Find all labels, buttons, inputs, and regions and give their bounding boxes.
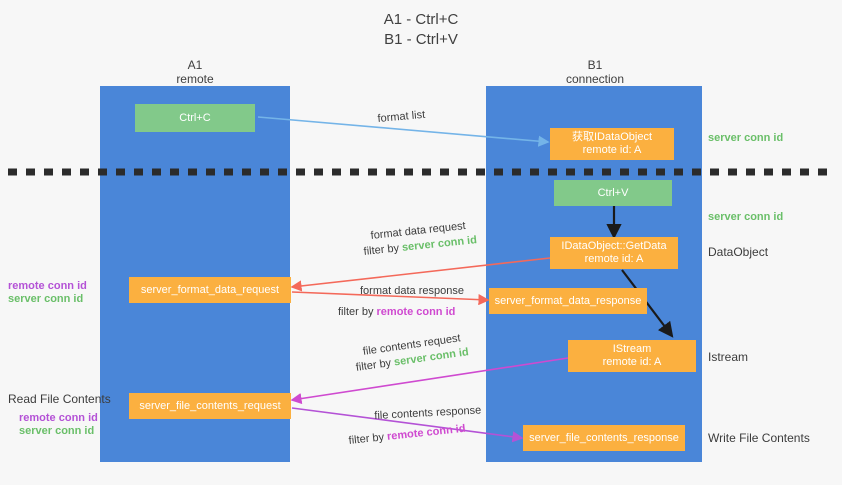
column-b1-role: connection (565, 72, 625, 86)
box-get-idataobject-id: remote id: A (582, 144, 642, 156)
filter-prefix: filter by (338, 306, 377, 318)
box-getdata-title: IDataObject::GetData (561, 240, 667, 252)
box-get-idataobject-title: 获取IDataObject (571, 131, 653, 143)
box-server-file-contents-request[interactable]: server_file_contents_request (129, 393, 291, 419)
filter-prefix: filter by (355, 356, 395, 374)
filter-conn-id: remote conn id (386, 422, 467, 443)
page-title: A1 - Ctrl+C B1 - Ctrl+V (0, 10, 842, 50)
label-format-data-response-line1: format data response (360, 285, 464, 297)
filter-prefix: filter by (348, 430, 388, 447)
title-line-2: B1 - Ctrl+V (384, 31, 458, 48)
label-format-list: format list (377, 108, 426, 125)
label-format-data-response-filter: filter by remote conn id (338, 305, 455, 319)
filter-conn-id: remote conn id (376, 306, 456, 318)
column-a1-role: remote (176, 72, 214, 86)
label-left-file-remote-conn-id: remote conn id (19, 412, 98, 424)
box-server-file-contents-response[interactable]: server_file_contents_response (523, 425, 685, 451)
label-left-format-remote-conn-id: remote conn id (8, 280, 87, 292)
box-idataobject-getdata[interactable]: IDataObject::GetData remote id: A (550, 237, 678, 269)
label-write-file-contents: Write File Contents (708, 431, 810, 445)
column-header-b1: B1 connection (540, 58, 650, 86)
label-server-conn-id-mid: server conn id (708, 211, 784, 223)
title-line-1: A1 - Ctrl+C (383, 11, 459, 28)
box-istream[interactable]: IStream remote id: A (568, 340, 696, 372)
box-server-format-data-response[interactable]: server_format_data_response (489, 288, 647, 314)
box-ctrl-v[interactable]: Ctrl+V (554, 180, 672, 206)
label-istream: Istream (708, 350, 749, 364)
box-getdata-id: remote id: A (584, 253, 644, 265)
box-istream-title: IStream (612, 343, 652, 355)
label-file-contents-response-filter: filter by remote conn id (348, 422, 466, 448)
label-read-file-contents: Read File Contents (8, 392, 111, 406)
box-istream-id: remote id: A (602, 356, 662, 368)
column-b1-name: B1 (587, 58, 603, 72)
label-dataobject: DataObject (708, 245, 769, 259)
box-get-idataobject[interactable]: 获取IDataObject remote id: A (550, 128, 674, 160)
column-a1-name: A1 (187, 58, 203, 72)
box-ctrl-c[interactable]: Ctrl+C (135, 104, 255, 132)
label-file-contents-response-line1: file contents response (374, 404, 482, 422)
label-left-format-server-conn-id: server conn id (8, 293, 84, 305)
label-server-conn-id-top: server conn id (708, 132, 784, 144)
filter-prefix: filter by (363, 241, 403, 258)
box-server-format-data-request[interactable]: server_format_data_request (129, 277, 291, 303)
label-left-file-server-conn-id: server conn id (19, 425, 95, 437)
column-header-a1: A1 remote (140, 58, 250, 86)
